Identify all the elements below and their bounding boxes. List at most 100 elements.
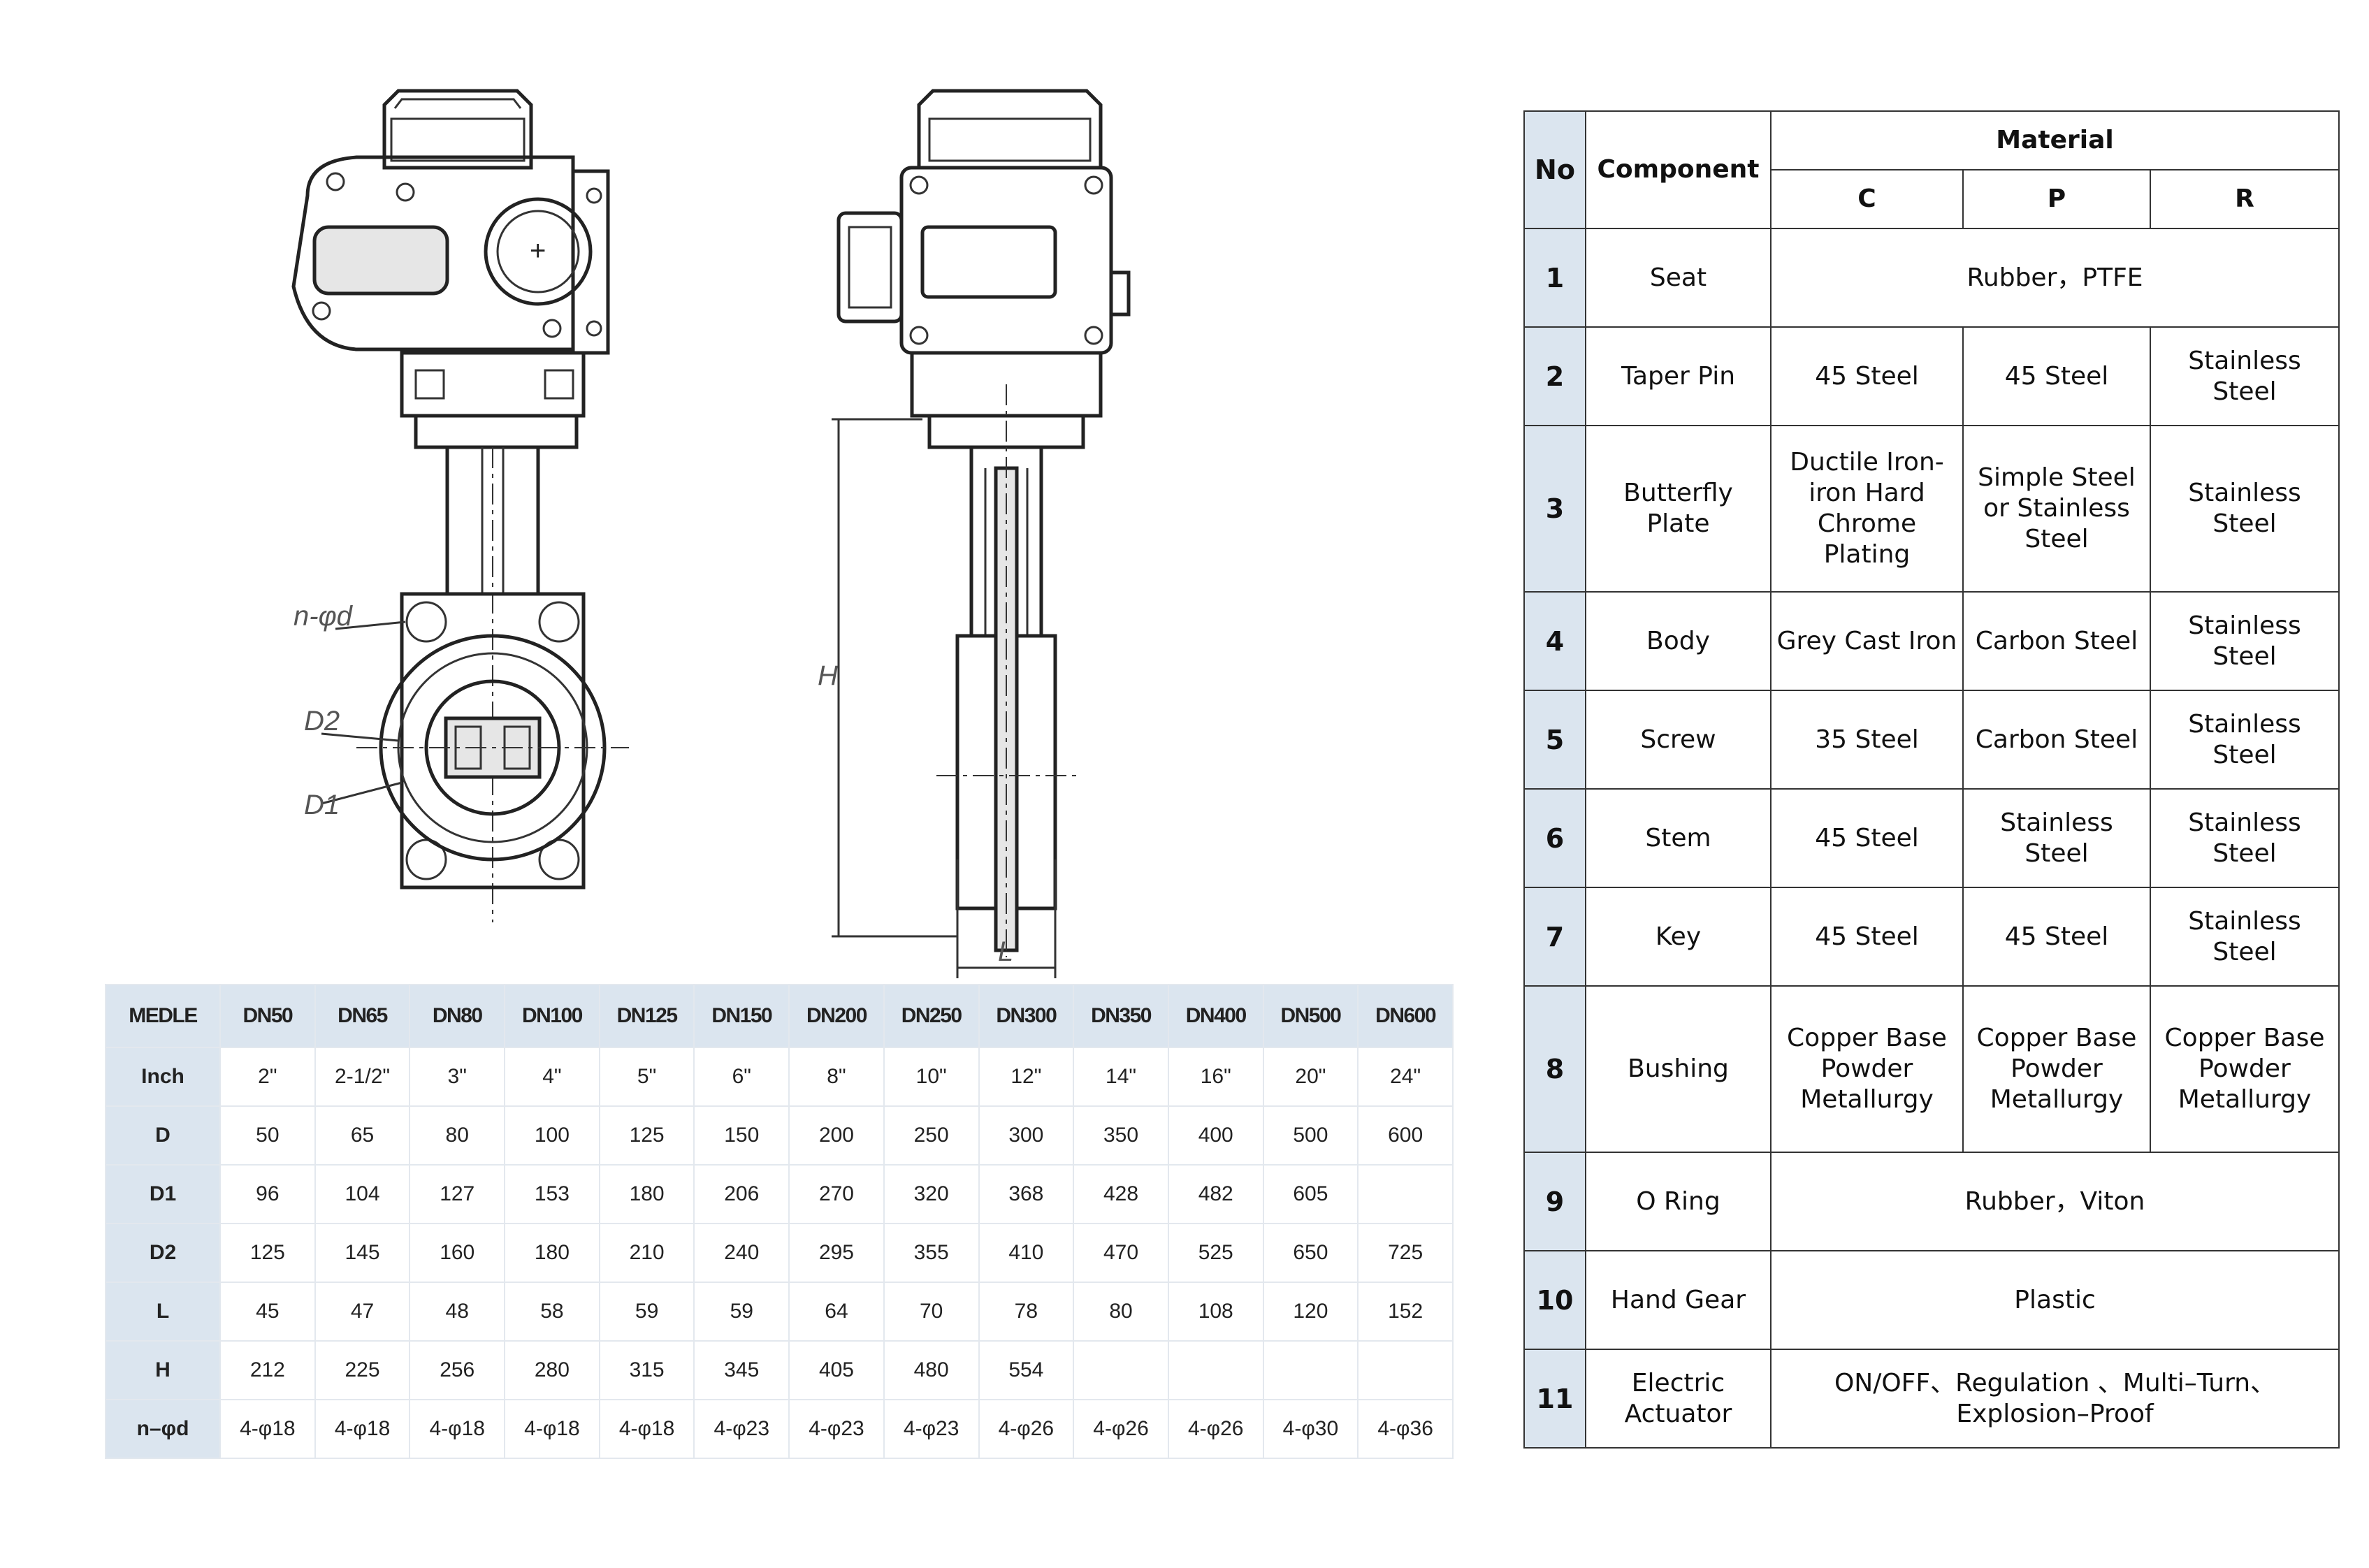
row-number: 5 (1523, 690, 1586, 790)
dimension-cell: 525 (1167, 1223, 1264, 1283)
dimension-header-cell: DN150 (693, 984, 790, 1048)
dimension-row-label: D1 (105, 1164, 221, 1224)
dimension-cell: 368 (978, 1164, 1075, 1224)
material-all-grades: Plastic (1769, 1250, 2340, 1350)
component-name: Taper Pin (1585, 326, 1772, 426)
component-name: Hand Gear (1585, 1250, 1772, 1350)
dimension-cell: 45 (219, 1282, 316, 1342)
material-p: Simple Steel or Stainless Steel (1962, 425, 2151, 593)
dimension-header-cell: DN50 (219, 984, 316, 1048)
dimension-header-cell: DN200 (788, 984, 885, 1048)
component-name: Bushing (1585, 985, 1772, 1153)
component-name: Butterfly Plate (1585, 425, 1772, 593)
dimension-cell: 212 (219, 1340, 316, 1400)
row-number: 1 (1523, 228, 1586, 328)
material-c: 45 Steel (1770, 326, 1964, 426)
material-p: Carbon Steel (1962, 591, 2151, 691)
dimension-cell: 96 (219, 1164, 316, 1224)
dimension-header-cell: DN400 (1167, 984, 1264, 1048)
material-header: Material (1769, 110, 2340, 170)
material-p: 45 Steel (1962, 887, 2151, 987)
dimension-header-cell: DN125 (598, 984, 695, 1048)
dimension-row-label: D2 (105, 1223, 221, 1283)
dimension-cell: 4-φ23 (788, 1399, 885, 1459)
material-all-grades: Rubber，Viton (1769, 1152, 2340, 1251)
dimension-header-cell: DN80 (409, 984, 506, 1048)
dimension-cell: 410 (978, 1223, 1075, 1283)
material-all-grades: Rubber，PTFE (1769, 228, 2340, 328)
dimension-row-label: H (105, 1340, 221, 1400)
dimension-row-label: n–φd (105, 1399, 221, 1459)
material-r: Stainless Steel (2149, 425, 2340, 593)
dimension-cell: 78 (978, 1282, 1075, 1342)
valve-front-view-drawing: + n-φd D2 D1 (291, 89, 629, 922)
material-p: Stainless Steel (1962, 788, 2151, 888)
d2-label: D2 (304, 706, 340, 736)
dimension-cell: 160 (409, 1223, 506, 1283)
dimension-header-cell: DN600 (1357, 984, 1454, 1048)
dimension-cell: 470 (1073, 1223, 1169, 1283)
dimension-cell: 4-φ18 (409, 1399, 506, 1459)
dimension-cell (1073, 1340, 1169, 1400)
dimension-cell: 80 (1073, 1282, 1169, 1342)
dimension-cell: 4-φ18 (219, 1399, 316, 1459)
dimension-cell: 14" (1073, 1047, 1169, 1107)
dimension-cell: 315 (598, 1340, 695, 1400)
dimension-header-cell: DN500 (1262, 984, 1359, 1048)
dimension-cell: 225 (314, 1340, 411, 1400)
dimension-cell: 152 (1357, 1282, 1454, 1342)
dimension-cell: 605 (1262, 1164, 1359, 1224)
component-name: Electric Actuator (1585, 1349, 1772, 1449)
dimension-cell: 12" (978, 1047, 1075, 1107)
material-r: Stainless Steel (2149, 788, 2340, 888)
dimension-cell: 295 (788, 1223, 885, 1283)
svg-text:+: + (530, 235, 546, 266)
dimension-cell: 256 (409, 1340, 506, 1400)
dimension-cell: 127 (409, 1164, 506, 1224)
dimension-cell: 280 (504, 1340, 600, 1400)
dimension-header-cell: DN250 (883, 984, 980, 1048)
component-header: Component (1585, 110, 1772, 229)
dimension-cell: 4-φ18 (314, 1399, 411, 1459)
dimension-cell: 8" (788, 1047, 885, 1107)
dimension-cell: 554 (978, 1340, 1075, 1400)
dimension-cell: 350 (1073, 1105, 1169, 1166)
dimension-cell: 4-φ26 (1073, 1399, 1169, 1459)
material-c: 45 Steel (1770, 788, 1964, 888)
dimension-cell: 180 (598, 1164, 695, 1224)
no-header: No (1523, 110, 1586, 229)
dimension-cell: 355 (883, 1223, 980, 1283)
dimension-cell: 650 (1262, 1223, 1359, 1283)
material-c: 45 Steel (1770, 887, 1964, 987)
component-name: Screw (1585, 690, 1772, 790)
material-all-grades: ON/OFF、Regulation 、Multi–Turn、Explosion–… (1769, 1349, 2340, 1449)
dimension-cell: 4-φ18 (598, 1399, 695, 1459)
material-table-header-row-1: No Component Material (1523, 110, 2340, 229)
dimension-cell: 153 (504, 1164, 600, 1224)
material-r: Copper Base Powder Metallurgy (2149, 985, 2340, 1153)
dimension-cell: 405 (788, 1340, 885, 1400)
material-c: Grey Cast Iron (1770, 591, 1964, 691)
material-r: Stainless Steel (2149, 591, 2340, 691)
dimension-row-label: D (105, 1105, 221, 1166)
dimension-cell: 48 (409, 1282, 506, 1342)
dimension-header-medle: MEDLE (105, 984, 221, 1048)
row-number: 8 (1523, 985, 1586, 1153)
material-r-header: R (2149, 169, 2340, 229)
dimension-cell: 210 (598, 1223, 695, 1283)
dimension-cell (1262, 1340, 1359, 1400)
